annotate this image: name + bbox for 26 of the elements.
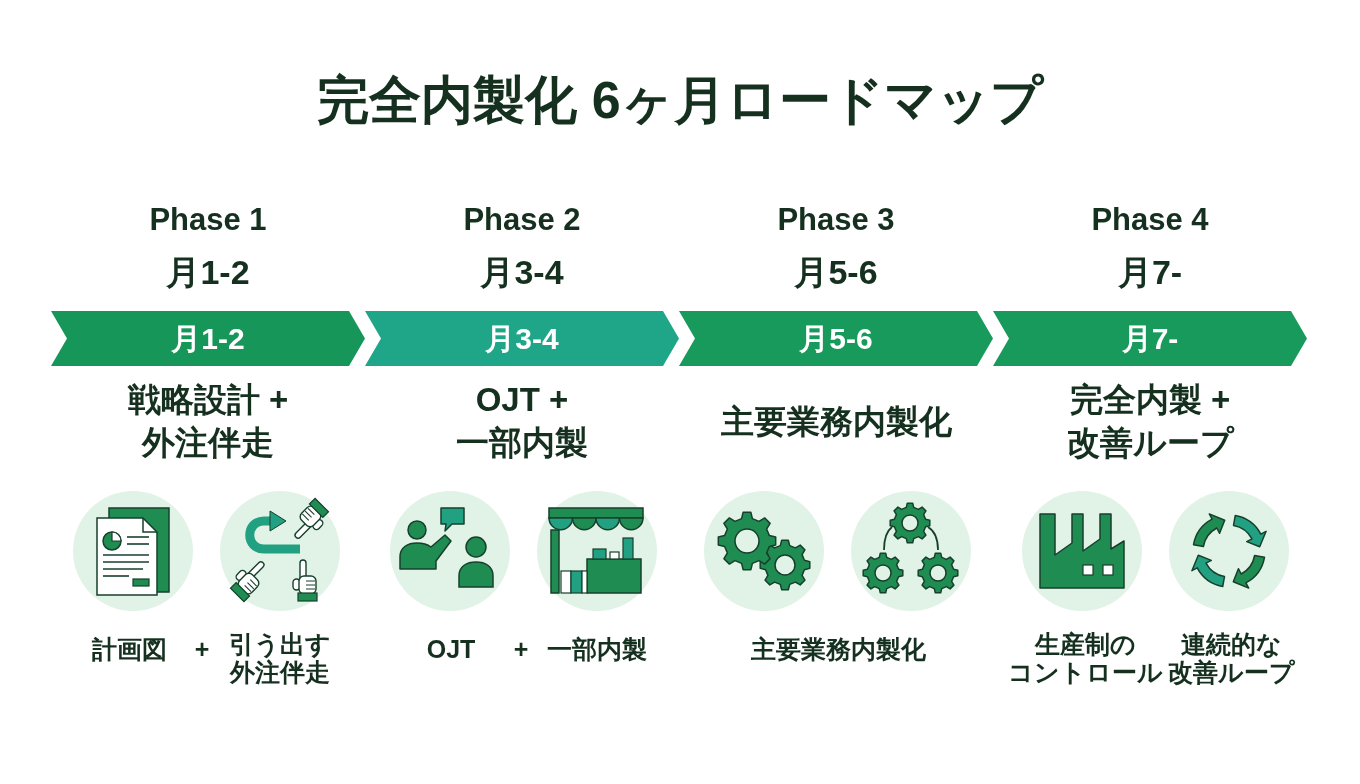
phase-title: 戦略設計 + 外注伴走 bbox=[127, 380, 289, 463]
period-label: 月7- bbox=[1121, 321, 1179, 356]
icon-caption: 計画図 bbox=[91, 635, 167, 663]
month-label: 月5-6 bbox=[794, 252, 878, 292]
icon-caption: OJT bbox=[426, 635, 476, 663]
plus-sign: + bbox=[513, 635, 529, 663]
month-label: 月7- bbox=[1117, 252, 1183, 292]
month-label: 月1-2 bbox=[166, 252, 250, 292]
icon-caption: 生産制のコントロール bbox=[1007, 630, 1163, 686]
phase-title: 完全内製 + 改善ループ bbox=[1066, 380, 1234, 463]
period-label: 月1-2 bbox=[171, 321, 245, 356]
plus-sign: + bbox=[194, 635, 210, 663]
period-label: 月5-6 bbox=[799, 321, 873, 356]
phase-heading: Phase 2 bbox=[463, 202, 581, 238]
phase-heading: Phase 3 bbox=[777, 202, 895, 238]
icon-caption: 引う出す外注伴走 bbox=[229, 630, 331, 686]
icon-caption: 連続的な改善ループ bbox=[1167, 630, 1295, 686]
icon-caption: 主要業務内製化 bbox=[750, 635, 926, 663]
title: 完全内製化 6ヶ月ロードマップ bbox=[317, 70, 1043, 130]
phase-title: 主要業務内製化 bbox=[720, 401, 952, 442]
month-label: 月3-4 bbox=[480, 252, 564, 292]
phase-title: OJT + 一部内製 bbox=[456, 380, 588, 463]
icon-caption: 一部内製 bbox=[547, 635, 647, 663]
phase-heading: Phase 1 bbox=[149, 202, 267, 238]
period-label: 月3-4 bbox=[485, 321, 559, 356]
phase-heading: Phase 4 bbox=[1091, 202, 1209, 238]
